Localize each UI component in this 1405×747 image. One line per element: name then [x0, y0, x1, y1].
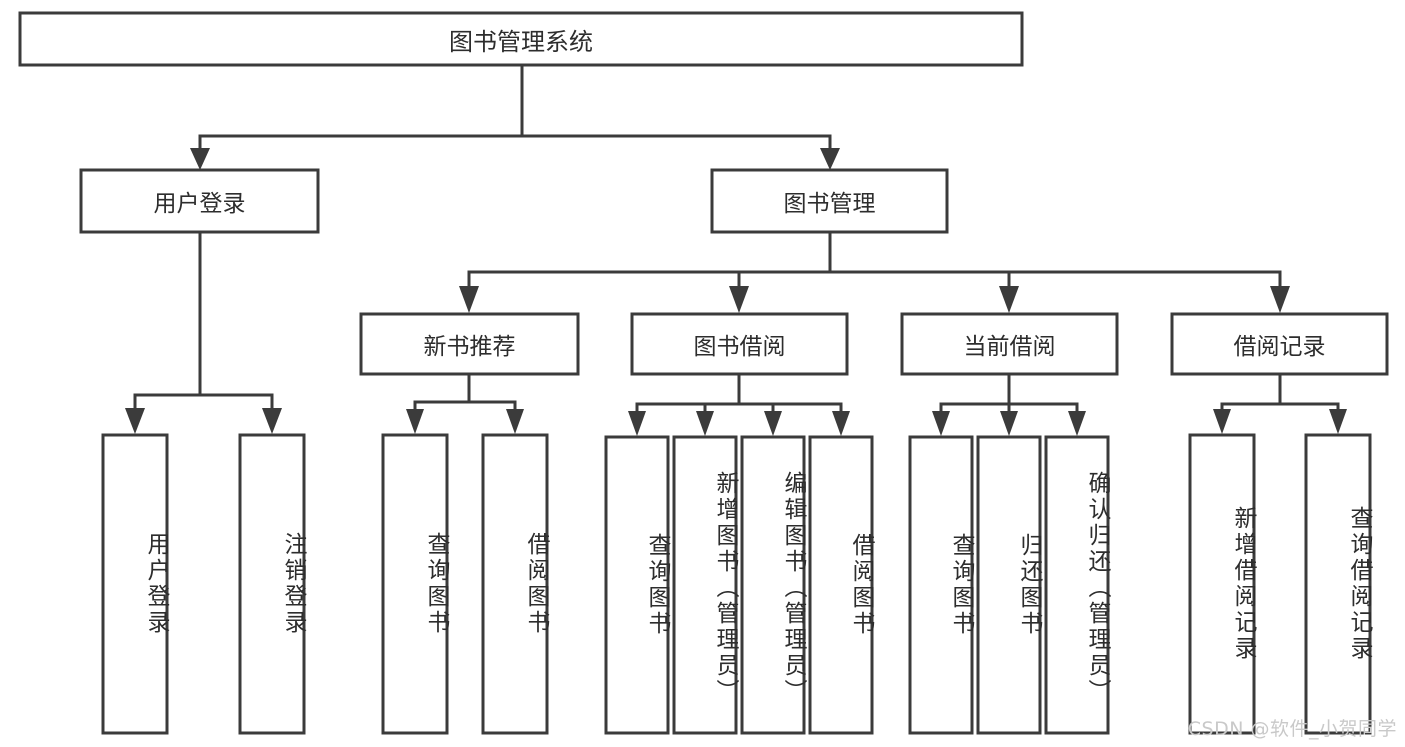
leaf-box-current-borrow-1[interactable]	[976, 435, 1042, 735]
node-label-borrow-record: 借阅记录	[1233, 334, 1326, 360]
node-box-borrow-record[interactable]	[1170, 312, 1389, 376]
leaf-box-new-book-recommend-0[interactable]	[381, 433, 449, 735]
node-label-book-borrow: 图书借阅	[693, 334, 786, 360]
node-box-current-borrow[interactable]	[900, 312, 1119, 376]
arrow-cb-leaf-3	[1068, 411, 1086, 436]
leaf-box-book-borrow-0[interactable]	[604, 435, 670, 735]
node-label-current-borrow: 当前借阅	[963, 334, 1056, 360]
connector-new-book-recommend-bus	[413, 372, 517, 414]
leaf-box-user-login-0[interactable]	[101, 433, 169, 735]
node-box-root[interactable]	[18, 11, 1024, 67]
leaf-box-borrow-record-0[interactable]	[1188, 433, 1256, 735]
arrow-root-to-user-login	[190, 148, 210, 170]
watermark-text: CSDN @软件_小贺同学	[1187, 718, 1397, 740]
leaf-box-book-borrow-1[interactable]	[672, 435, 738, 735]
connector-book-manage-bus	[467, 230, 1282, 290]
arrow-cb-leaf-2	[1000, 411, 1018, 436]
connector-borrow-record-bus	[1220, 372, 1340, 414]
connector-user-login-bus	[133, 230, 274, 412]
arrow-bb-leaf-2	[696, 411, 714, 436]
node-label-user-login: 用户登录	[153, 191, 246, 217]
arrow-nbr-leaf-1	[406, 409, 424, 434]
node-box-user-login[interactable]	[79, 168, 320, 234]
arrow-to-new-book-recommend	[459, 286, 479, 313]
arrow-bb-leaf-4	[832, 411, 850, 436]
connector-book-borrow-bus	[635, 372, 843, 416]
node-label-book-manage: 图书管理	[783, 191, 876, 217]
leaf-box-current-borrow-0[interactable]	[908, 435, 974, 735]
connector-root-bus	[198, 63, 832, 154]
arrow-to-borrow-record	[1270, 286, 1290, 313]
arrow-cb-leaf-1	[932, 411, 950, 436]
leaf-box-new-book-recommend-1[interactable]	[481, 433, 549, 735]
arrow-user-login-leaf-1	[125, 408, 145, 434]
leaf-box-book-borrow-3[interactable]	[808, 435, 874, 735]
node-box-new-book-recommend[interactable]	[359, 312, 580, 376]
arrow-nbr-leaf-2	[506, 409, 524, 434]
node-label-new-book-recommend: 新书推荐	[423, 334, 516, 360]
arrow-to-current-borrow	[999, 286, 1019, 313]
arrow-bb-leaf-3	[764, 411, 782, 436]
node-box-book-manage[interactable]	[710, 168, 949, 234]
arrow-br-leaf-1	[1213, 409, 1231, 434]
node-label-root: 图书管理系统	[449, 27, 593, 56]
arrow-root-to-book-manage	[820, 148, 840, 170]
arrow-br-leaf-2	[1329, 409, 1347, 434]
leaf-box-user-login-1[interactable]	[238, 433, 306, 735]
leaf-box-current-borrow-2[interactable]	[1044, 435, 1110, 735]
leaf-box-borrow-record-1[interactable]	[1304, 433, 1372, 735]
connector-current-borrow-bus	[939, 372, 1079, 416]
leaf-box-book-borrow-2[interactable]	[740, 435, 806, 735]
arrow-to-book-borrow	[729, 286, 749, 313]
arrow-bb-leaf-1	[628, 411, 646, 436]
node-box-book-borrow[interactable]	[630, 312, 849, 376]
arrow-user-login-leaf-2	[262, 408, 282, 434]
